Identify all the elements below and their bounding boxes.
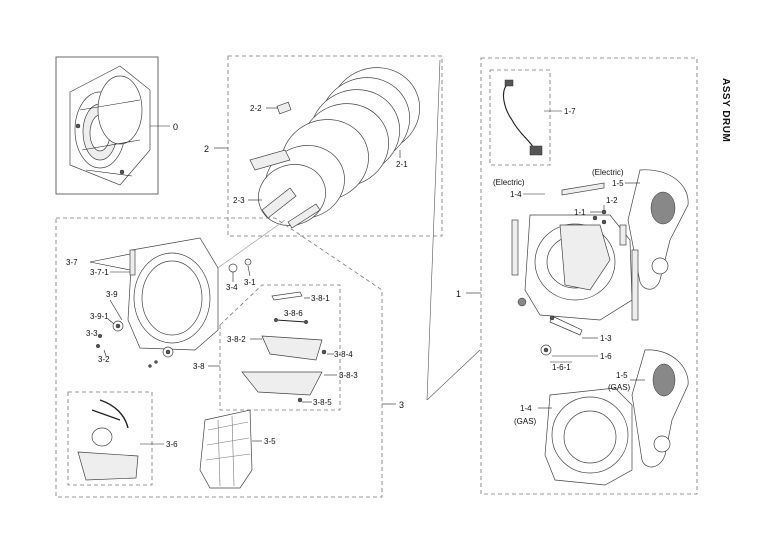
label-3-8-2: 3-8-2: [227, 335, 246, 344]
label-gas-1-5: (GAS): [608, 383, 631, 392]
label-3-7-1: 3-7-1: [90, 268, 109, 277]
label-3-6: 3-6: [166, 440, 178, 449]
label-3-8-6: 3-8-6: [284, 309, 303, 318]
label-1-2: 1-2: [606, 196, 618, 205]
label-3-8-1: 3-8-1: [311, 294, 330, 303]
label-3-8-4: 3-8-4: [334, 350, 353, 359]
label-1-5-electric: 1-5: [612, 179, 624, 188]
label-1: 1: [456, 289, 461, 299]
label-3-4: 3-4: [226, 283, 238, 292]
label-0: 0: [173, 122, 178, 132]
label-3-7: 3-7: [66, 258, 78, 267]
label-electric-1-5: (Electric): [592, 168, 624, 177]
group-3: 3 3-7 3-7-1 3-9 3-9-1 3-3 3-2 3-4 3-1: [55, 217, 404, 498]
label-3-3: 3-3: [86, 329, 98, 338]
label-3-8-3: 3-8-3: [339, 371, 358, 380]
label-3-8: 3-8: [193, 362, 205, 371]
diagram-title: ASSY DRUM: [720, 78, 731, 142]
part-2-3b: [261, 187, 297, 219]
label-2-2: 2-2: [250, 104, 262, 113]
label-3-2: 3-2: [98, 355, 110, 364]
label-1-6-1: 1-6-1: [552, 363, 571, 372]
label-3-1: 3-1: [244, 278, 256, 287]
group-0-assy-drum: 0: [55, 56, 178, 195]
label-1-1: 1-1: [574, 208, 586, 217]
label-3-8-5: 3-8-5: [313, 398, 332, 407]
label-2: 2: [204, 144, 209, 154]
label-3-9-1: 3-9-1: [90, 312, 109, 321]
label-3-9: 3-9: [106, 290, 118, 299]
label-2-1: 2-1: [396, 160, 408, 169]
group-1: 1 1-7 (Electric) 1-5 (Electric) 1-4 1-: [456, 57, 698, 495]
label-gas-1-4: (GAS): [514, 417, 537, 426]
label-1-5-gas: 1-5: [616, 371, 628, 380]
label-1-4-electric: 1-4: [510, 190, 522, 199]
label-1-4-gas: 1-4: [520, 404, 532, 413]
label-1-3: 1-3: [600, 334, 612, 343]
part-2-3a: [249, 149, 291, 171]
label-electric-1-4: (Electric): [493, 178, 525, 187]
label-3: 3: [399, 400, 404, 410]
lint-filter: [199, 409, 253, 489]
assy-drum-illustration: [69, 65, 151, 186]
label-3-5: 3-5: [264, 437, 276, 446]
label-1-7: 1-7: [564, 107, 576, 116]
label-1-6: 1-6: [600, 352, 612, 361]
part-2-2: [276, 101, 292, 115]
label-2-3: 2-3: [233, 196, 245, 205]
group-2: 2 2-2 2-3 2-1: [204, 55, 443, 237]
